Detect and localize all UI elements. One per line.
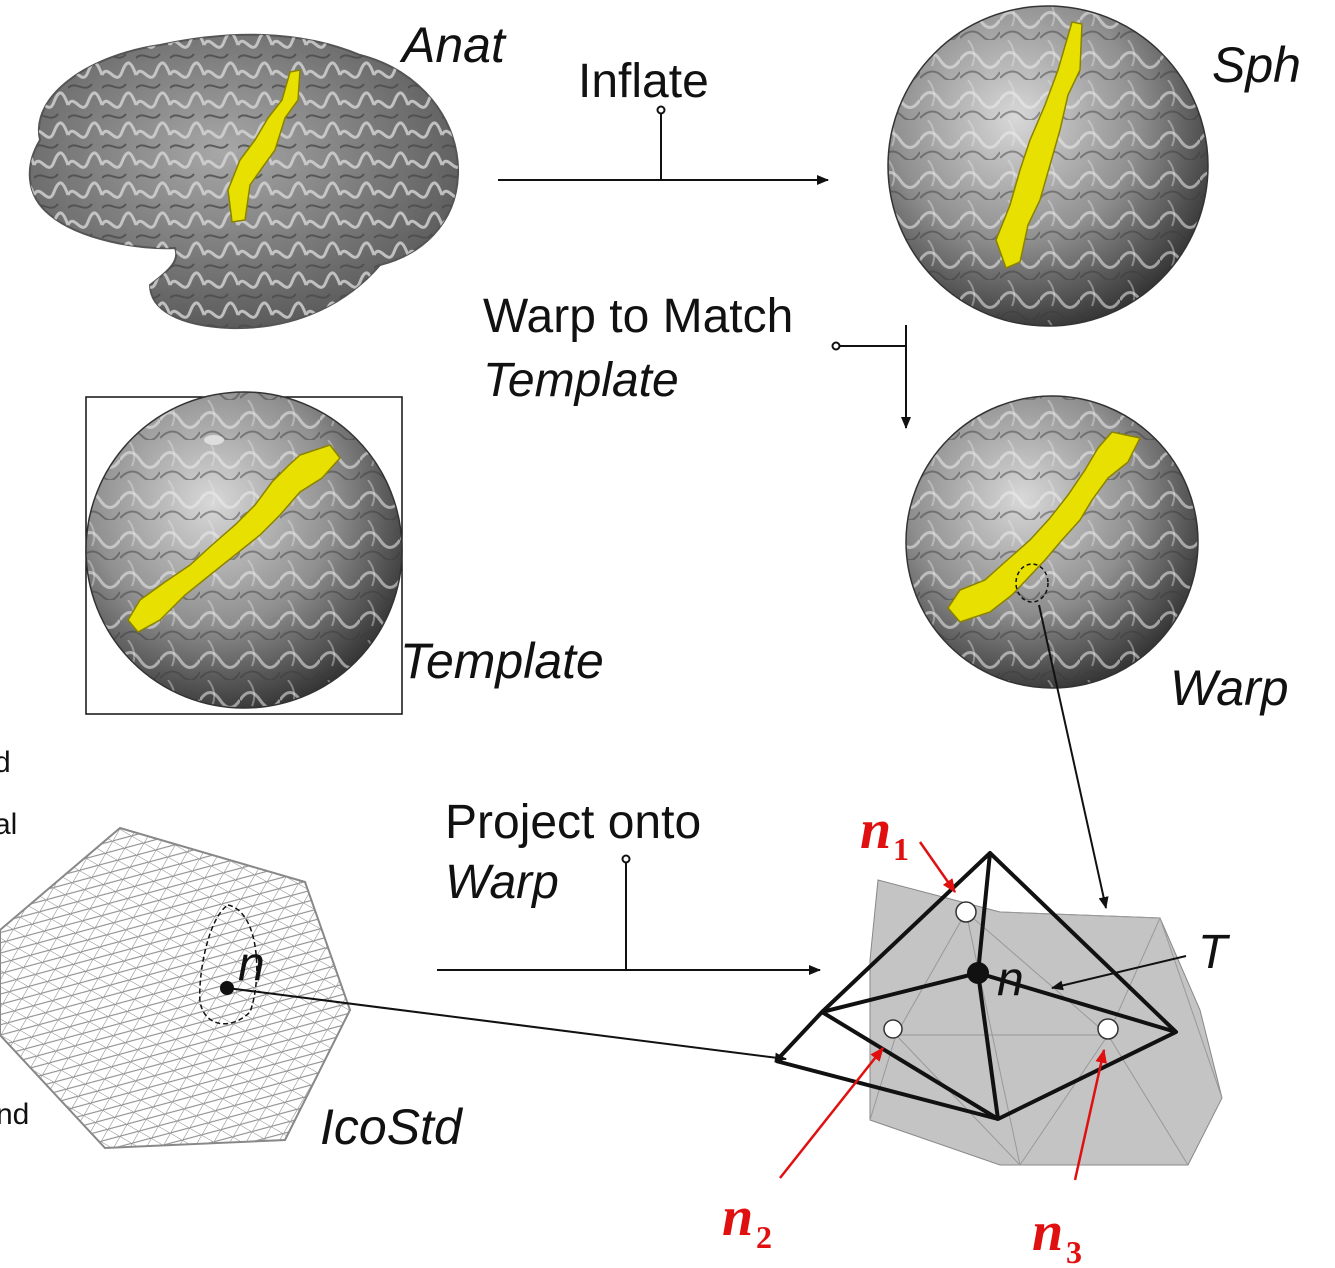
n2-label: n [722, 1186, 753, 1248]
node-correspondence-arrow [226, 987, 787, 1063]
sph-label: Sph [1212, 37, 1301, 93]
projected-mesh-image [774, 851, 1223, 1166]
warp-to-match-template-label: Template [483, 354, 679, 407]
cut-fragment-3: nd [0, 1098, 29, 1131]
anat-roi-highlight [227, 69, 301, 223]
inflate-callout-dot [656, 105, 666, 115]
project-callout-dot [621, 854, 631, 864]
icostd-mesh-image [0, 826, 352, 1150]
cut-fragment-1: d [0, 746, 11, 779]
icostd-label: IcoStd [320, 1099, 464, 1155]
warp-to-mesh-arrow [1038, 604, 1109, 909]
cut-fragment-2: al [0, 808, 17, 841]
triangle-T-arrow [1051, 955, 1187, 991]
anat-brain-image [28, 33, 460, 330]
template-label: Template [400, 633, 604, 689]
warp-roi-highlight [947, 431, 1142, 623]
project-onto-warp-label: Warp [445, 856, 559, 909]
n2-arrow [779, 1047, 884, 1179]
warp-to-match-label: Warp to Match [483, 290, 793, 343]
n2-subscript: 2 [756, 1219, 772, 1255]
pyramid-outline [774, 851, 1178, 1121]
anat-label: Anat [399, 17, 507, 73]
warp-label: Warp [1170, 660, 1289, 716]
warp-sphere-image [905, 395, 1199, 689]
warp-node-neighborhood [1015, 563, 1049, 603]
inflate-label: Inflate [578, 55, 709, 108]
n3-arrow [1073, 1048, 1107, 1181]
template-sphere-image [85, 391, 403, 715]
template-roi-highlight [127, 444, 341, 633]
mesh-node-dot [967, 962, 989, 984]
n3-node [1097, 1018, 1119, 1040]
n1-label: n [860, 799, 891, 861]
n2-node [883, 1019, 903, 1039]
sph-sphere-image [887, 5, 1209, 327]
n3-label: n [1032, 1201, 1063, 1263]
triangle-T-label: T [1198, 926, 1231, 979]
n1-subscript: 1 [893, 831, 909, 867]
sph-roi-highlight [995, 21, 1083, 270]
n1-node [955, 901, 977, 923]
mesh-node-label: n [997, 953, 1024, 1006]
n3-subscript: 3 [1066, 1234, 1082, 1268]
icostd-node-label: n [238, 938, 265, 991]
n1-arrow [918, 841, 957, 893]
project-onto-label: Project onto [445, 796, 701, 849]
